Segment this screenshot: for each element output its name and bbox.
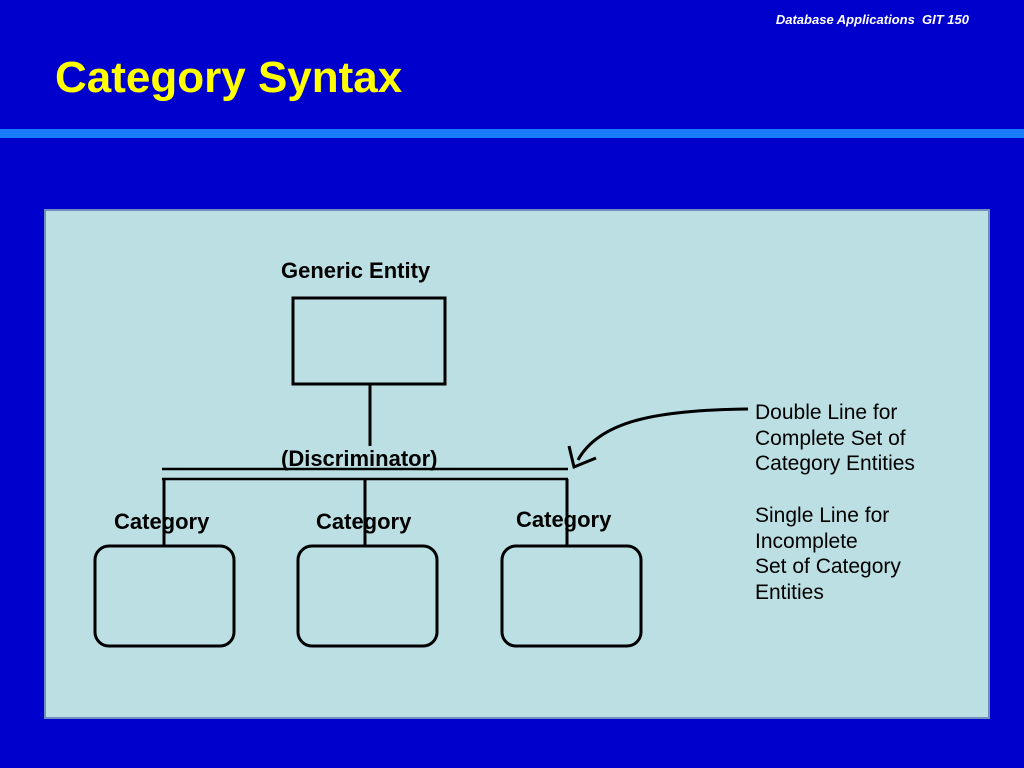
generic-entity-box xyxy=(291,296,447,386)
category-label-1: Category xyxy=(114,509,210,534)
generic-entity-label: Generic Entity xyxy=(281,258,431,283)
incomplete-note-line-4: Entities xyxy=(755,580,824,604)
title-divider xyxy=(0,129,1024,138)
annotation-arrow-curve xyxy=(576,407,749,461)
course-label: Database Applications GIT 150 xyxy=(775,12,969,27)
complete-set-note: Double Line for Complete Set of Category… xyxy=(755,400,915,477)
category-label-2: Category xyxy=(316,509,412,534)
category-box-3 xyxy=(500,544,643,648)
category-box-1 xyxy=(93,544,236,648)
incomplete-note-line-2: Incomplete xyxy=(755,529,858,553)
complete-note-line-3: Category Entities xyxy=(755,452,915,475)
incomplete-set-note: Single Line for Incomplete Set of Catego… xyxy=(755,503,901,605)
complete-note-line-2: Complete Set of xyxy=(755,426,906,450)
slide-title: Category Syntax xyxy=(55,53,403,102)
diagram-panel xyxy=(44,209,990,719)
complete-note-line-1: Double Line for xyxy=(755,401,898,424)
category-label-3: Category xyxy=(516,507,612,532)
annotation-arrowhead xyxy=(567,445,597,470)
category-box-2 xyxy=(296,544,439,648)
discriminator-label: (Discriminator) xyxy=(281,446,438,471)
incomplete-note-line-1: Single Line for xyxy=(755,504,890,527)
incomplete-note-line-3: Set of Category xyxy=(755,555,901,578)
